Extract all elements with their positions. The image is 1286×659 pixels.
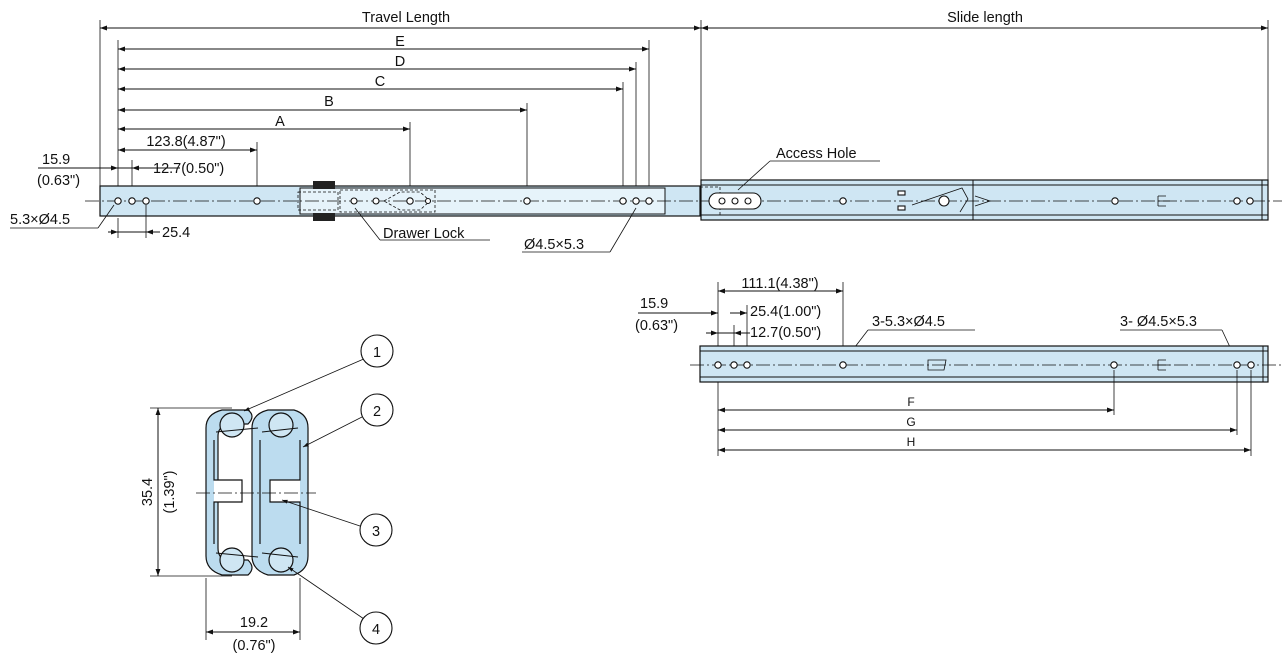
drawer-lock-label: Drawer Lock bbox=[383, 226, 465, 242]
callout-1 bbox=[360, 334, 394, 368]
access-hole-label: Access Hole bbox=[776, 146, 857, 162]
hole-5-3x4-5-label: 5.3×Ø4.5 bbox=[10, 212, 70, 228]
height-mm-label: 35.4 bbox=[140, 478, 156, 506]
callout-4-label: 4 bbox=[372, 622, 380, 638]
holes-3-4-5-label: 3- Ø4.5×5.3 bbox=[1120, 314, 1197, 330]
dim-g-label: G bbox=[906, 415, 915, 429]
dim-d-label: D bbox=[395, 54, 405, 70]
slot-4-5x5-3-label: Ø4.5×5.3 bbox=[524, 237, 584, 253]
cross-section-view: 35.4 (1.39") 19.2 (0.76") 1 2 bbox=[140, 334, 394, 654]
width-in-label: (0.76") bbox=[232, 638, 275, 654]
callout-4 bbox=[359, 611, 393, 645]
inner-rail-view: 111.1(4.38") 15.9 (0.63") 25.4(1.00") 12… bbox=[635, 276, 1284, 456]
dim-25-4-top: 25.4 bbox=[162, 225, 190, 241]
dim-0-63-top: (0.63") bbox=[37, 173, 80, 189]
top-assembly-view: Travel Length Slide length E D C B A 123… bbox=[10, 10, 1282, 253]
dim-b-label: B bbox=[324, 94, 334, 110]
dim-123-8-label: 123.8(4.87") bbox=[146, 134, 225, 150]
dim-a-label: A bbox=[275, 114, 285, 130]
dim-12-7-top: 12.7(0.50") bbox=[153, 161, 224, 177]
dim-c-label: C bbox=[375, 74, 385, 90]
holes-3-5-3-label: 3-5.3×Ø4.5 bbox=[872, 314, 945, 330]
callout-3-label: 3 bbox=[372, 524, 380, 540]
callout-3 bbox=[359, 513, 393, 547]
dim-15-9-top: 15.9 bbox=[42, 152, 70, 168]
slide-length-label: Slide length bbox=[947, 10, 1023, 26]
dim-0-63-low: (0.63") bbox=[635, 318, 678, 334]
callout-1-label: 1 bbox=[373, 345, 381, 361]
dim-12-7-low: 12.7(0.50") bbox=[750, 325, 821, 341]
dim-15-9-low: 15.9 bbox=[640, 296, 668, 312]
dim-111-1-label: 111.1(4.38") bbox=[741, 276, 818, 292]
height-in-label: (1.39") bbox=[162, 470, 178, 513]
dim-f-label: F bbox=[907, 395, 914, 409]
dim-25-4-low: 25.4(1.00") bbox=[750, 304, 821, 320]
travel-length-label: Travel Length bbox=[362, 10, 450, 26]
width-mm-label: 19.2 bbox=[240, 615, 268, 631]
callout-2 bbox=[360, 393, 394, 427]
callout-2-label: 2 bbox=[373, 404, 381, 420]
dim-e-label: E bbox=[395, 34, 405, 50]
dim-h-label: H bbox=[907, 435, 916, 449]
